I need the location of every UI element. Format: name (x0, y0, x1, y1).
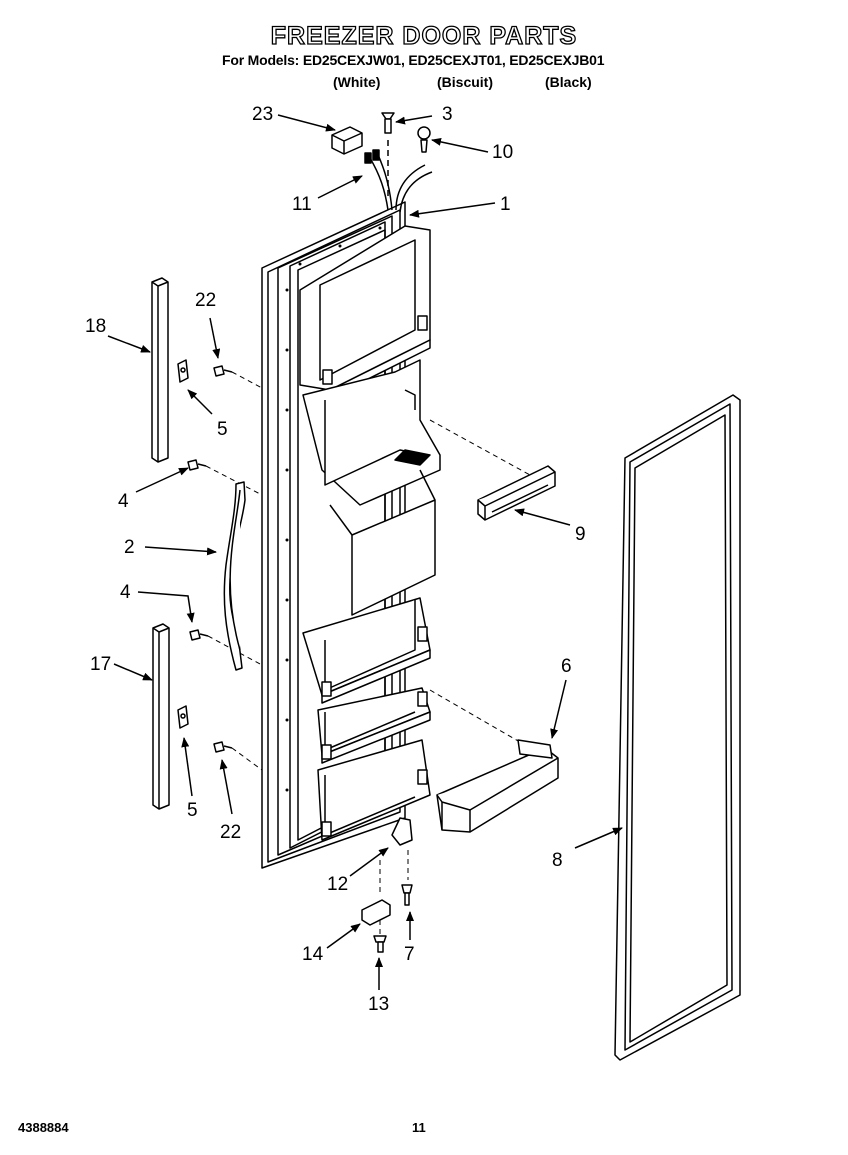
callout-8: 8 (552, 850, 563, 871)
callout-18: 18 (85, 316, 106, 337)
callout-labels: 23 3 10 11 1 22 18 5 4 2 9 4 17 6 5 22 8… (85, 104, 586, 1015)
callout-9: 9 (575, 524, 586, 545)
door-bin-part-6 (436, 739, 559, 833)
screw-part-7 (401, 884, 413, 906)
callout-3: 3 (442, 104, 453, 125)
callout-5-upper: 5 (217, 419, 228, 440)
callout-1: 1 (500, 194, 511, 215)
color-black: (Black) (545, 74, 592, 90)
page-title: FREEZER DOOR PARTS (270, 21, 578, 50)
callout-11: 11 (292, 194, 312, 215)
callout-13: 13 (368, 994, 389, 1015)
callout-22-upper: 22 (195, 290, 216, 311)
screw-part-10 (417, 126, 431, 153)
callout-4-lower: 4 (120, 582, 131, 603)
clip-part-5-lower (177, 705, 189, 729)
callout-5-lower: 5 (187, 800, 198, 821)
callout-7: 7 (404, 944, 415, 965)
document-number: 4388884 (18, 1120, 69, 1135)
rail-part-9 (477, 465, 556, 521)
handle-part-2 (223, 481, 246, 671)
callout-17: 17 (90, 654, 111, 675)
gasket-part-8 (614, 394, 741, 1061)
hinge-part-12 (391, 817, 413, 846)
screw-part-13 (373, 935, 387, 953)
clip-part-5-upper (177, 359, 189, 383)
trim-strip-part-18 (151, 277, 169, 463)
trim-strip-part-17 (152, 623, 170, 810)
callout-2: 2 (124, 537, 135, 558)
wire-connector-part-23 (331, 126, 363, 155)
hinge-bracket-part-14 (361, 899, 391, 926)
color-white: (White) (333, 74, 381, 90)
callout-4-upper: 4 (118, 491, 129, 512)
screw-part-3 (381, 112, 395, 134)
color-biscuit: (Biscuit) (437, 74, 493, 90)
door-liner (299, 225, 441, 841)
page-number: 11 (412, 1120, 426, 1135)
callout-arrows (107, 114, 623, 990)
callout-23: 23 (252, 104, 273, 125)
callout-12: 12 (327, 874, 348, 895)
model-list: For Models: ED25CEXJW01, ED25CEXJT01, ED… (222, 52, 605, 68)
screws (187, 365, 233, 753)
callout-10: 10 (492, 142, 513, 163)
callout-22-lower: 22 (220, 822, 241, 843)
wire-harness (364, 149, 433, 213)
callout-14: 14 (302, 944, 324, 965)
callout-6: 6 (561, 656, 572, 677)
